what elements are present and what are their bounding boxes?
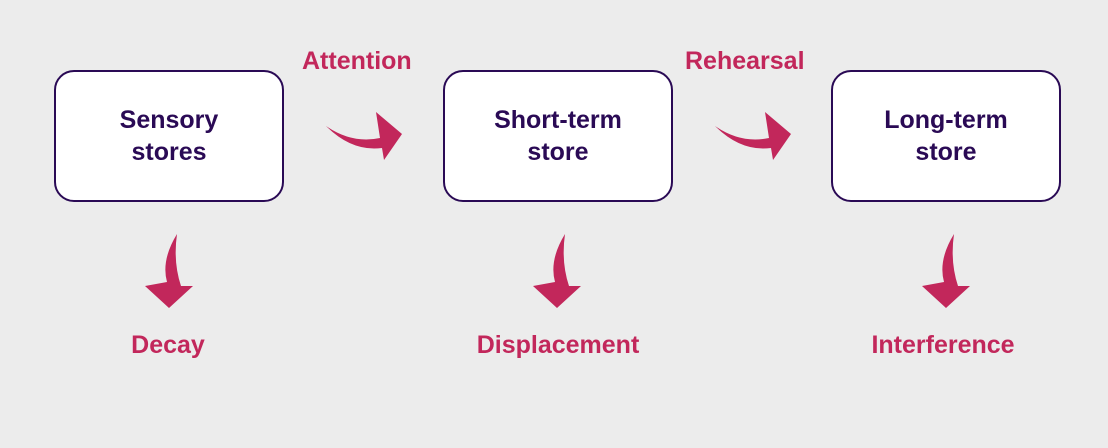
sensory-stores-label-line1: Sensory [119,106,219,134]
displacement-arrow-icon [533,234,581,308]
decay-label: Decay [131,331,205,359]
displacement-label: Displacement [476,331,640,359]
short-term-store-box: Short-term store [443,70,673,202]
rehearsal-label: Rehearsal [685,47,805,75]
short-term-store-label-line1: Short-term [494,106,622,134]
sensory-stores-label: Sensory stores [120,104,219,168]
interference-arrow-icon [922,234,970,308]
attention-arrow-icon [326,112,402,160]
sensory-stores-box: Sensory stores [54,70,284,202]
rehearsal-arrow-icon [715,112,791,160]
sensory-stores-label-line2: stores [131,138,207,166]
decay-arrow-icon [145,234,193,308]
long-term-store-box: Long-term store [831,70,1061,202]
short-term-store-label-line2: store [527,138,589,166]
attention-label: Attention [302,47,412,75]
long-term-store-label-line1: Long-term [884,106,1008,134]
short-term-store-label: Short-term store [494,104,622,168]
interference-label: Interference [871,331,1015,359]
long-term-store-label: Long-term store [884,104,1008,168]
long-term-store-label-line2: store [915,138,977,166]
